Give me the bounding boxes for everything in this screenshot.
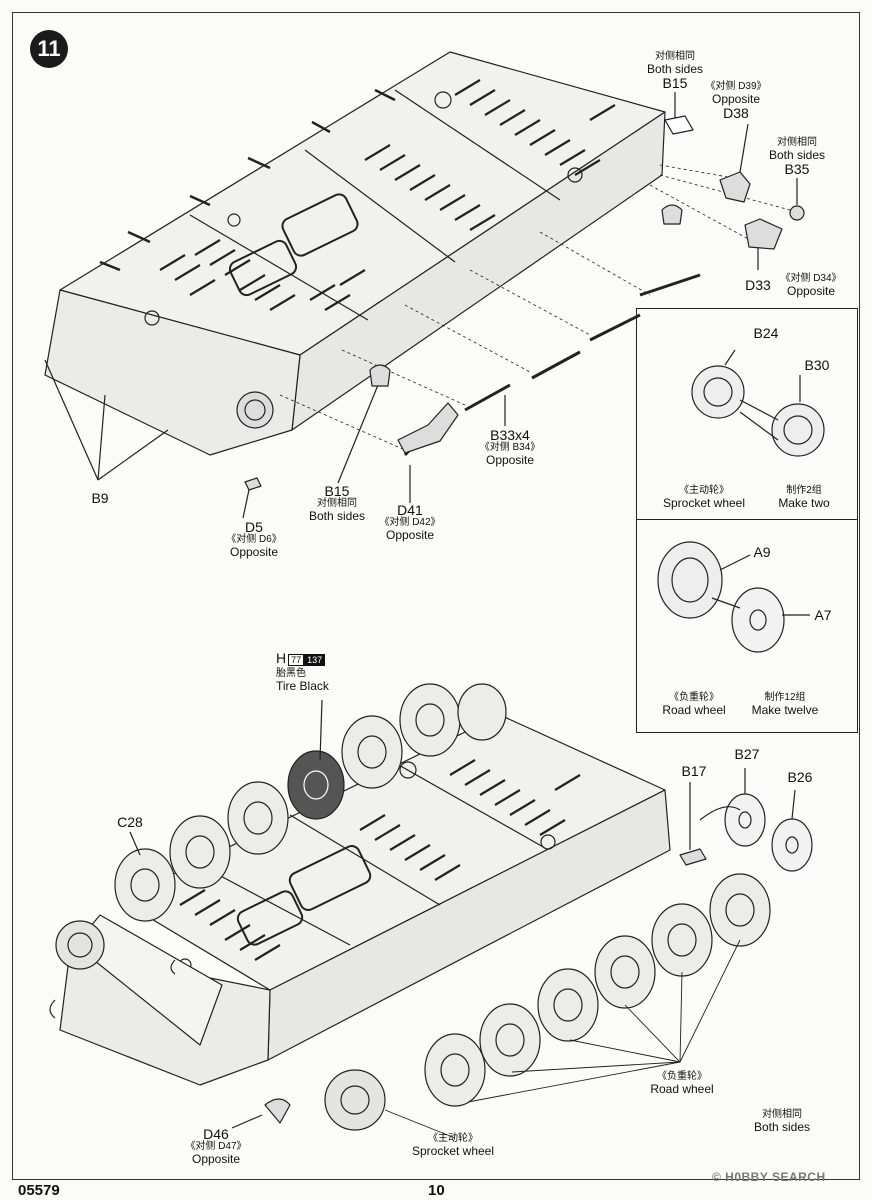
label-sprocket-bottom: 《主动轮》 Sprocket wheel — [400, 1133, 506, 1158]
step-number-badge: 11 — [30, 30, 68, 68]
label-b35-en: Both sides — [768, 147, 826, 162]
label-b26-id: B26 — [787, 769, 813, 785]
label-c28: C28 — [110, 814, 150, 830]
label-b9-id: B9 — [91, 490, 109, 506]
label-d5-cn: 《对侧 D6》 — [226, 534, 282, 546]
label-b15-mid-id: B15 — [324, 483, 350, 499]
label-b35: 对侧相同 Both sides B35 — [760, 137, 834, 177]
inset-road-wheel-drawing — [657, 541, 810, 653]
inset-label-a7: A7 — [810, 607, 836, 623]
paint-cn: 胎黑色 — [276, 668, 306, 680]
inset-road-make-cn: 制作12组 — [764, 692, 806, 703]
inset-sprocket-make-cn: 制作2组 — [786, 485, 822, 496]
paint-en: Tire Black — [276, 678, 329, 693]
inset-sprocket-make: 制作2组 Make two — [770, 485, 838, 510]
label-b17: B17 — [674, 763, 714, 779]
label-d33-id: D33 — [745, 277, 771, 293]
label-d33-id-wrap: D33 — [738, 272, 778, 293]
label-d41-en: Opposite — [385, 527, 435, 542]
inset-sprocket-caption-cn: 《主动轮》 — [679, 485, 729, 496]
paint-code-2: 137 — [304, 654, 326, 667]
label-sprocket-bottom-cn: 《主动轮》 — [428, 1133, 478, 1144]
label-d38-cn: 《对侧 D39》 — [705, 81, 767, 92]
inset-b24-id: B24 — [753, 325, 779, 341]
paint-prefix: H — [276, 650, 287, 666]
label-d41-id: D41 — [397, 502, 423, 518]
label-b33: B33x4 《对侧 B34》 Opposite — [470, 427, 550, 467]
inset-road-caption: 《负重轮》 Road wheel — [654, 692, 734, 717]
label-d41: D41 《对侧 D42》 Opposite — [372, 502, 448, 542]
label-d46-cn: 《对侧 D47》 — [185, 1141, 247, 1153]
inset-road-caption-cn: 《负重轮》 — [669, 692, 719, 703]
inset-road-wheel-box — [636, 519, 858, 733]
label-d33: 《对侧 D34》 Opposite — [776, 273, 846, 298]
inset-sprocket-caption: 《主动轮》 Sprocket wheel — [652, 485, 756, 510]
upper-hull-top-view — [44, 51, 805, 519]
inset-sprocket-make-en: Make two — [778, 495, 830, 510]
footer-product-code: 05579 — [18, 1182, 60, 1199]
label-d46-id: D46 — [203, 1126, 229, 1142]
label-b15-mid-en: Both sides — [308, 508, 366, 523]
label-d38-id: D38 — [723, 104, 749, 121]
label-b15-top-id: B15 — [662, 74, 688, 91]
step-number: 11 — [37, 36, 61, 61]
label-b33-en: Opposite — [485, 452, 535, 467]
label-sprocket-bottom-en: Sprocket wheel — [411, 1143, 495, 1158]
label-d41-cn: 《对侧 D42》 — [379, 517, 441, 529]
watermark: © H0BBY SEARCH — [712, 1170, 826, 1184]
label-b26: B26 — [780, 769, 820, 785]
label-d38: 《对侧 D39》 Opposite D38 — [700, 81, 772, 121]
label-d46-en: Opposite — [191, 1151, 241, 1166]
label-b15-top: 对侧相同 Both sides B15 — [636, 51, 714, 91]
label-b27: B27 — [727, 746, 767, 762]
label-d33-cn: 《对侧 D34》 — [780, 273, 842, 284]
label-b33-id: B33x4 — [490, 427, 530, 443]
inset-road-make-en: Make twelve — [751, 702, 819, 717]
label-b15-mid: B15 对侧相同 Both sides — [300, 483, 374, 523]
page-border — [12, 12, 860, 1180]
label-d38-en: Opposite — [711, 91, 761, 106]
label-b35-cn: 对侧相同 — [777, 137, 817, 148]
inset-label-b24: B24 — [746, 325, 786, 341]
inset-sprocket-caption-en: Sprocket wheel — [662, 495, 746, 510]
inset-b30-id: B30 — [804, 357, 830, 373]
label-b17-id: B17 — [681, 763, 707, 779]
inset-a7-id: A7 — [814, 607, 832, 623]
inset-label-b30: B30 — [797, 357, 837, 373]
label-both-sides-bottom: 对侧相同 Both sides — [746, 1109, 818, 1134]
label-d46: D46 《对侧 D47》 Opposite — [178, 1126, 254, 1166]
label-d33-en: Opposite — [786, 283, 836, 298]
label-d5: D5 《对侧 D6》 Opposite — [218, 519, 290, 559]
label-d5-id: D5 — [245, 519, 263, 535]
label-road-bottom-en: Road wheel — [650, 1081, 714, 1096]
label-b15-top-en: Both sides — [646, 61, 704, 76]
label-road-bottom: 《负重轮》 Road wheel — [640, 1071, 724, 1096]
inset-a9-id: A9 — [753, 544, 771, 560]
label-both-sides-bottom-cn: 对侧相同 — [762, 1109, 802, 1120]
inset-road-make: 制作12组 Make twelve — [744, 692, 826, 717]
page-number: 10 — [428, 1182, 445, 1199]
label-b35-id: B35 — [784, 160, 810, 177]
label-b9: B9 — [80, 490, 120, 506]
label-d5-en: Opposite — [229, 544, 279, 559]
label-both-sides-bottom-en: Both sides — [753, 1119, 811, 1134]
label-b27-id: B27 — [734, 746, 760, 762]
label-road-bottom-cn: 《负重轮》 — [657, 1071, 707, 1082]
inset-label-a9: A9 — [749, 544, 775, 560]
label-b33-cn: 《对侧 B34》 — [479, 442, 541, 454]
label-b15-mid-cn: 对侧相同 — [317, 498, 357, 510]
inset-sprocket-drawing — [691, 349, 825, 457]
label-c28-id: C28 — [117, 814, 143, 830]
inset-road-caption-en: Road wheel — [662, 702, 726, 717]
label-b15-top-cn: 对侧相同 — [655, 51, 695, 62]
paint-code-1: 77 — [288, 654, 305, 667]
lower-hull-assembled — [49, 683, 813, 1139]
